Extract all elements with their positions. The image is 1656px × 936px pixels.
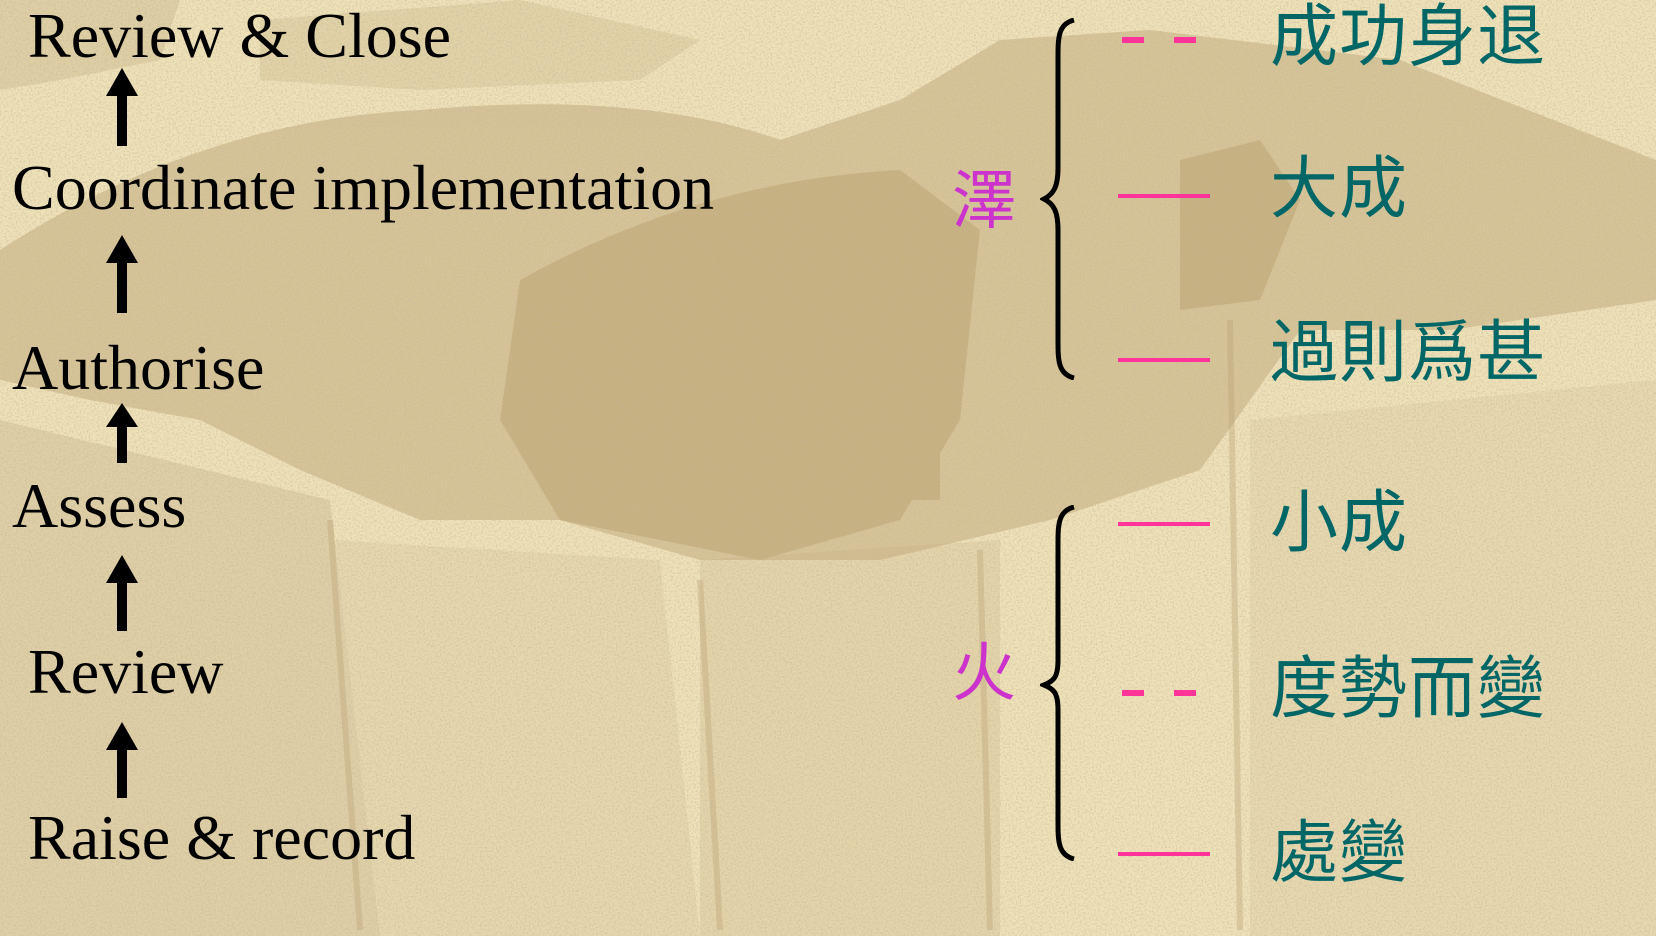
line-phrase: 處變 [1270, 814, 1409, 893]
line-mark-solid [1118, 356, 1210, 364]
line-phrase: 小成 [1270, 484, 1409, 563]
step-coordinate-implementation: Coordinate implementation [12, 152, 715, 223]
up-arrow-icon [102, 68, 142, 148]
up-arrow-icon [102, 722, 142, 800]
line-phrase: 過則爲甚 [1270, 314, 1547, 393]
line-phrase: 成功身退 [1270, 0, 1547, 77]
up-arrow-icon [102, 555, 142, 633]
step-review-close: Review & Close [28, 0, 452, 71]
line-mark-broken [1120, 687, 1210, 699]
step-review: Review [28, 636, 224, 707]
lower-brace [1040, 505, 1075, 861]
step-authorise: Authorise [12, 332, 265, 403]
line-mark-broken [1120, 34, 1210, 46]
upper-trigram-label: 澤 [952, 165, 1016, 239]
up-arrow-icon [102, 403, 142, 465]
upper-brace [1040, 18, 1075, 380]
line-phrase: 度勢而變 [1270, 650, 1547, 729]
line-mark-solid [1118, 192, 1210, 200]
step-raise-record: Raise & record [28, 802, 416, 873]
lower-trigram-label: 火 [952, 637, 1016, 711]
line-mark-solid [1118, 520, 1210, 528]
up-arrow-icon [102, 235, 142, 315]
line-phrase: 大成 [1270, 150, 1409, 229]
step-assess: Assess [12, 470, 187, 541]
line-mark-solid [1118, 850, 1210, 858]
